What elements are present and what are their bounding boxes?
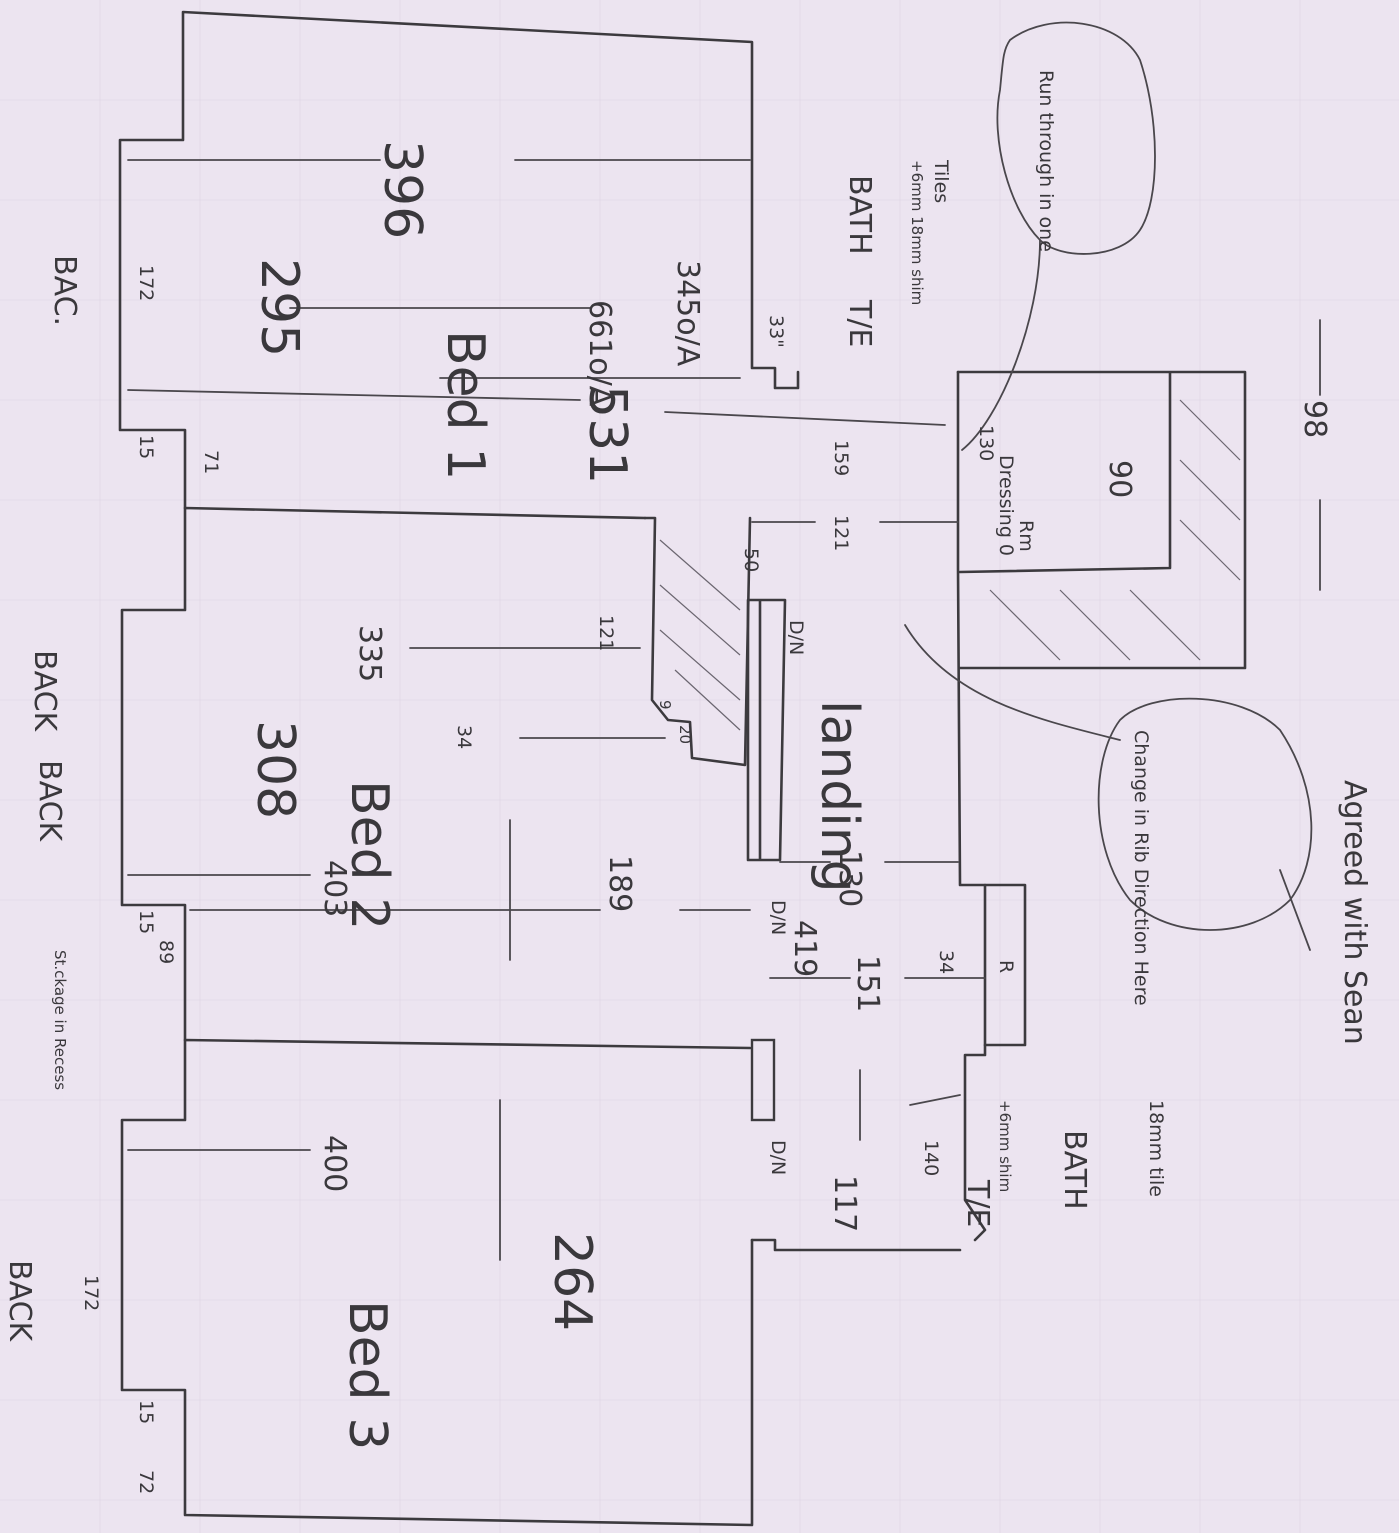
dim-corridor-15: 15 [135,435,157,459]
note-door-dn-1: D/N [767,900,789,935]
change-rib-cloud [1097,697,1313,931]
bed1-walls [118,10,800,510]
dim-bed2-403: 403 [317,860,352,917]
dim-bed2-189: 189 [602,855,637,912]
bed3-walls [120,1038,754,1527]
dim-bed1-diag: 661o/A [582,300,617,407]
dim-bath-top-159: 159 [830,440,852,476]
dimension-lines [127,159,1321,1261]
dressing-rm: Rm [1015,520,1037,552]
dim-bed2-50: 50 [740,548,762,572]
bed1-name: Bed 1 [435,330,495,480]
note-door-dn-2: D/N [767,1140,789,1175]
change-rib-leader [904,624,1121,741]
agreed-leader [1279,869,1311,951]
dim-bed1-length: 396 [372,140,432,239]
bath-bottom-shim: +6mm shim [996,1100,1014,1192]
bed1-orientation: 345o/A [670,260,705,367]
landing-length: 419 [787,920,822,977]
run-through-cloud [996,21,1156,255]
note-run-through: Run through in one [1035,70,1057,252]
back-label-bed2b: BACK [32,760,67,843]
dim-bath-bot-117: 117 [827,1175,862,1232]
dim-bed3-15: 15 [135,1400,157,1424]
dim-landing-130: 130 [832,850,867,907]
bath-top-shim: +6mm 18mm shim [908,160,926,305]
dressing-walls [956,370,1247,670]
dim-bed2-335: 335 [352,625,387,682]
back-label-bed3: BACK [2,1260,37,1343]
landing-door: D/N [785,620,807,655]
run-through-leader [961,239,1041,451]
dim-bed3-400: 400 [317,1135,352,1192]
bed3-door-stub [750,1038,776,1122]
dressing-130: 130 [975,425,997,461]
dim-bed1-33: 33" [765,315,787,348]
bed1-width: 295 [249,258,309,357]
landing-rail [746,598,787,862]
bath-bottom-tile: T/E [960,1179,995,1227]
bed3-width: 264 [542,1232,602,1331]
dim-bed1-wall: 172 [135,265,157,301]
dim-bed2-20: 20 [676,725,694,744]
note-change-rib: Change in Rib Direction Here [1130,730,1152,1006]
dressing-hatch [989,399,1241,661]
dim-dressing-98: 98 [1297,400,1332,438]
bath-top-tiles: Tiles [930,159,952,203]
bath-top-tile: T/E [842,299,877,347]
bed2-wardrobe [643,516,752,767]
landing-name: landing [809,700,869,893]
note-agreed: Agreed with Sean [1337,780,1372,1045]
bed3-name: Bed 3 [337,1300,397,1450]
bath-bottom-cabinet [983,883,1027,1047]
dim-landing-34: 34 [935,950,957,974]
dim-bed2-15: 15 [135,910,157,934]
dim-upper-121: 121 [830,515,852,551]
back-label-bed1: BAC. [47,255,82,326]
note-stockage: St.ckage in Recess [51,950,69,1090]
dim-bed1-total: 531 [577,385,637,484]
dim-landing-R: R [995,960,1017,973]
landing-walls [750,370,987,1252]
dressing-name: Dressing 0 [995,455,1017,556]
bath-bottom-tile-note: 18mm tile [1145,1100,1167,1197]
bed2-name: Bed 2 [339,780,399,930]
bath-top-name: BATH [842,175,877,255]
dim-bed3-172: 172 [80,1275,102,1311]
dim-bed2-89: 89 [155,940,177,964]
dim-bed2-121: 121 [595,615,617,651]
dim-bath-bot-140: 140 [920,1140,942,1176]
bed2-walls [120,506,647,1042]
dim-corridor-71: 71 [200,450,222,474]
bed2-wardrobe-hatch [659,539,741,731]
back-label-bed2a: BACK [27,650,62,733]
bath-bottom-name: BATH [1057,1130,1092,1210]
bed2-width: 308 [245,720,305,819]
dim-bed3-72: 72 [135,1470,157,1494]
dim-bed2-34: 34 [453,725,475,749]
dim-landing-151: 151 [850,955,885,1012]
dressing-90: 90 [1102,460,1137,498]
dim-bed2-9: 9 [656,700,674,710]
